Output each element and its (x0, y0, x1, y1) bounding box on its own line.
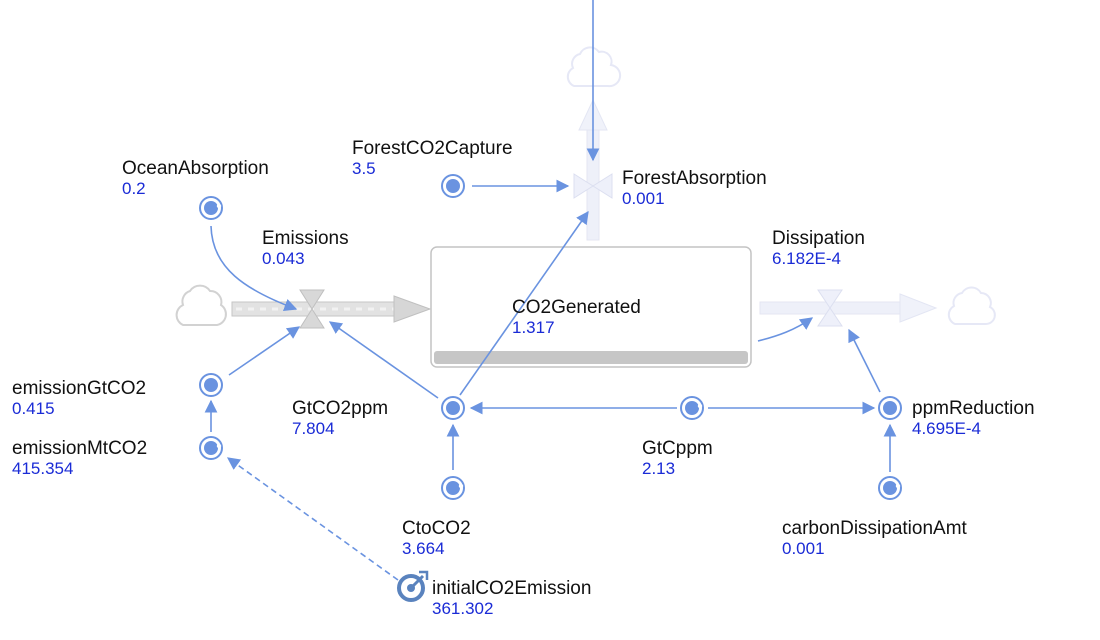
node-name: CO2Generated (512, 297, 641, 318)
source-cloud-icon (175, 284, 227, 326)
node-value: 0.043 (262, 249, 305, 268)
emissions-flow-pipe[interactable] (231, 295, 432, 323)
node-name: GtCppm (642, 438, 713, 459)
dissipation-label: Dissipation 6.182E-4 (772, 229, 865, 269)
forest-sink-cloud-icon (566, 46, 622, 88)
node-value: 4.695E-4 (912, 419, 981, 438)
carbon-dissipation-amt-constant-icon[interactable] (878, 476, 902, 500)
emission-gt-co2-variable-icon[interactable] (199, 373, 223, 397)
node-value: 2.13 (642, 459, 676, 478)
carbon-dissipation-amt-label: carbonDissipationAmt 0.001 (782, 519, 967, 559)
co2-generated-stock[interactable] (430, 246, 752, 368)
ppm-reduction-variable-icon[interactable] (878, 396, 902, 420)
forest-co2-capture-label: ForestCO2Capture 3.5 (352, 139, 513, 179)
initial-co2-emission-label: initialCO2Emission 361.302 (432, 579, 591, 619)
node-value: 3.664 (402, 539, 445, 558)
node-name: ppmReduction (912, 398, 1035, 419)
link-gtco2ppm-to-forestabsorption (459, 210, 589, 396)
link-ocean-to-emissions (210, 225, 298, 311)
node-name: emissionGtCO2 (12, 378, 147, 399)
node-value: 0.001 (782, 539, 825, 558)
emission-mt-co2-label: emissionMtCO2 415.354 (12, 439, 147, 479)
dissipation-flow-pipe[interactable] (759, 293, 938, 323)
link-initialco2-to-emissionmt (226, 457, 399, 581)
ocean-absorption-label: OceanAbsorption 0.2 (122, 159, 269, 199)
co2-generated-stock-label: CO2Generated 1.317 (512, 298, 641, 338)
node-name: carbonDissipationAmt (782, 518, 967, 539)
link-ppmreduction-to-dissipation (848, 328, 881, 393)
gt-c-ppm-label: GtCppm 2.13 (642, 439, 713, 479)
emission-gt-co2-label: emissionGtCO2 0.415 (12, 379, 146, 419)
emission-mt-co2-constant-icon[interactable] (199, 436, 223, 460)
forest-co2-capture-variable-icon[interactable] (441, 174, 465, 198)
gt-c-ppm-constant-icon[interactable] (680, 396, 704, 420)
node-value: 0.001 (622, 189, 665, 208)
dissipation-sink-cloud-icon (947, 286, 996, 325)
node-value: 0.2 (122, 179, 146, 198)
node-value: 415.354 (12, 459, 74, 478)
node-name: GtCO2ppm (292, 398, 389, 419)
gt-co2-ppm-variable-icon[interactable] (441, 396, 465, 420)
gt-co2-ppm-label: GtCO2ppm 7.804 (292, 399, 388, 439)
node-name: OceanAbsorption (122, 158, 269, 179)
node-name: Emissions (262, 228, 349, 249)
link-gtco2ppm-to-emissions (328, 321, 439, 399)
link-emissiongt-to-emissions (228, 326, 301, 376)
emissions-valve-icon[interactable] (299, 289, 325, 329)
node-name: CtoCO2 (402, 518, 471, 539)
link-stock-to-dissipation (757, 317, 814, 342)
initial-co2-emission-initial-value-icon[interactable] (397, 570, 429, 602)
node-name: initialCO2Emission (432, 578, 592, 599)
node-value: 3.5 (352, 159, 376, 178)
forest-absorption-valve-icon[interactable] (573, 173, 613, 199)
node-name: Dissipation (772, 228, 865, 249)
c-to-co2-constant-icon[interactable] (441, 476, 465, 500)
node-name: ForestCO2Capture (352, 138, 513, 159)
node-value: 361.302 (432, 599, 494, 618)
ppm-reduction-label: ppmReduction 4.695E-4 (912, 399, 1035, 439)
emissions-label: Emissions 0.043 (262, 229, 349, 269)
node-name: emissionMtCO2 (12, 438, 148, 459)
dissipation-valve-icon[interactable] (817, 289, 843, 327)
c-to-co2-label: CtoCO2 3.664 (402, 519, 471, 559)
node-value: 0.415 (12, 399, 55, 418)
node-value: 6.182E-4 (772, 249, 841, 268)
node-name: ForestAbsorption (622, 168, 767, 189)
node-value: 7.804 (292, 419, 335, 438)
node-value: 1.317 (512, 318, 555, 337)
ocean-absorption-constant-icon[interactable] (199, 196, 223, 220)
forest-absorption-label: ForestAbsorption 0.001 (622, 169, 767, 209)
